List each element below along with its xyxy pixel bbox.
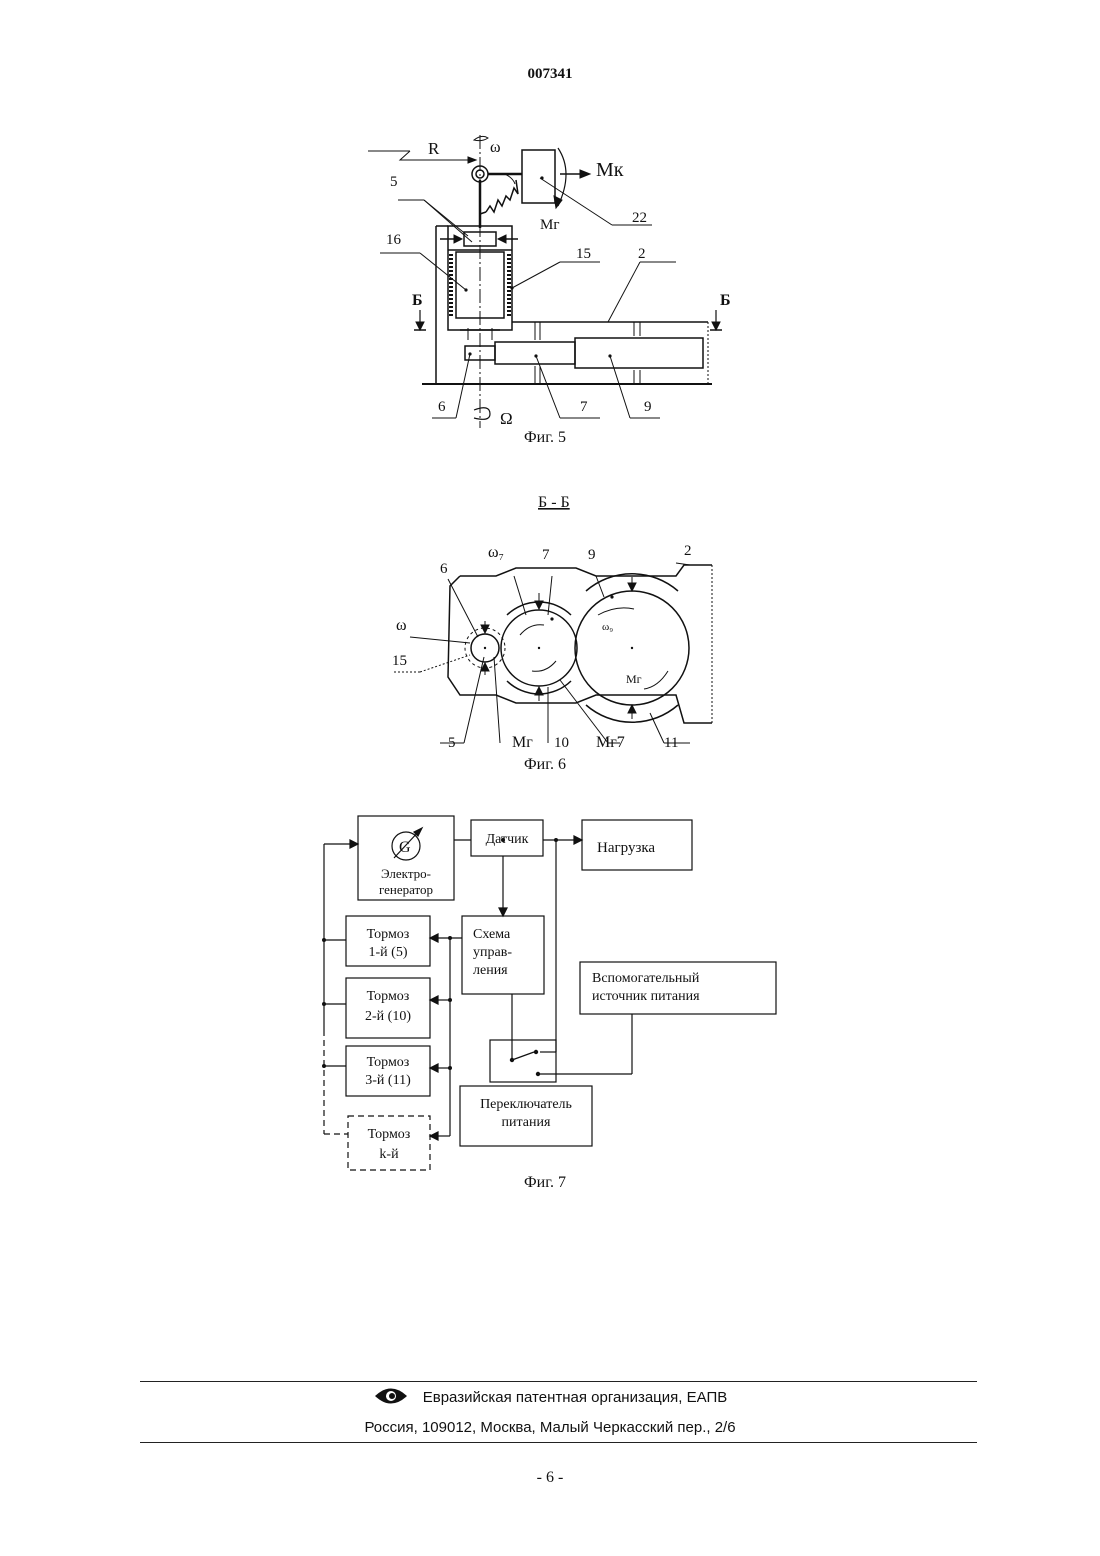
footer-org-text: Евразийская патентная организация, ЕАПВ xyxy=(423,1389,728,1406)
fig5-caption: Фиг. 5 xyxy=(524,429,566,446)
fig7-control-line2: управ- xyxy=(473,945,512,960)
fig7-brake3-line2: 3-й (11) xyxy=(365,1073,411,1088)
fig5-label-Mk: Mк xyxy=(596,159,624,181)
footer-top-rule xyxy=(140,1381,977,1382)
fig7-generator-line1: Электро- xyxy=(381,866,431,881)
fig6-label-Mg-bottom: Mг xyxy=(512,734,533,751)
fig7-control-line3: ления xyxy=(473,963,508,978)
fig7-switch-line2: питания xyxy=(502,1115,551,1130)
fig7-aux-line2: источник питания xyxy=(592,989,700,1004)
fig7-sensor: Датчик xyxy=(486,832,529,847)
fig6-label-Mg: Mг xyxy=(626,672,642,686)
fig7-brake3-line1: Тормоз xyxy=(367,1055,410,1070)
figure-7-block-diagram: G Электро- генератор Датчик Нагрузка Тор… xyxy=(0,800,1100,1200)
fig7-switch-line1: Переключатель xyxy=(480,1097,572,1112)
fig7-brakek-line1: Тормоз xyxy=(368,1127,411,1142)
fig6-label-2: 2 xyxy=(684,543,692,559)
footer-bottom-rule xyxy=(140,1442,977,1443)
fig5-label-16: 16 xyxy=(386,232,402,248)
fig6-label-9: 9 xyxy=(588,547,596,563)
fig6-label-15: 15 xyxy=(392,653,407,669)
fig5-label-R: R xyxy=(428,139,440,158)
fig6-label-omega: ω xyxy=(396,617,407,634)
fig5-label-22: 22 xyxy=(632,210,647,226)
fig6-label-6: 6 xyxy=(440,561,448,577)
fig7-control-line1: Схема xyxy=(473,927,511,942)
fig6-section-label: Б - Б xyxy=(538,494,570,511)
fig6-label-5: 5 xyxy=(448,735,456,751)
fig7-brakek-line2: k-й xyxy=(379,1147,399,1162)
fig6-label-omega9: ω₉ xyxy=(602,621,613,633)
fig6-caption: Фиг. 6 xyxy=(524,756,566,773)
fig5-label-9: 9 xyxy=(644,399,652,415)
fig5-label-2: 2 xyxy=(638,246,646,262)
fig5-label-15: 15 xyxy=(576,246,591,262)
fig7-aux-line1: Вспомогательный xyxy=(592,971,700,986)
fig7-brake1-line1: Тормоз xyxy=(367,927,410,942)
fig6-label-10: 10 xyxy=(554,735,569,751)
fig7-brake1-line2: 1-й (5) xyxy=(369,945,408,960)
fig6-label-11: 11 xyxy=(664,735,678,751)
fig6-label-Mg7: Mг7 xyxy=(596,734,625,751)
footer-organization: Евразийская патентная организация, ЕАПВ xyxy=(0,1387,1100,1409)
footer-address: Россия, 109012, Москва, Малый Черкасский… xyxy=(0,1419,1100,1436)
fig7-brake2-line2: 2-й (10) xyxy=(365,1009,411,1024)
fig7-brake2-line1: Тормоз xyxy=(367,989,410,1004)
fig5-label-omega: ω xyxy=(490,139,501,156)
fig7-load: Нагрузка xyxy=(597,840,655,856)
fig5-label-Omega: Ω xyxy=(500,409,513,428)
fig7-caption: Фиг. 7 xyxy=(524,1174,566,1191)
eapo-eye-logo-icon xyxy=(373,1387,409,1409)
figure-6-drawing: Б - Б xyxy=(0,485,1100,785)
fig6-label-omega7: ω₇ xyxy=(488,544,504,561)
page-number: - 6 - xyxy=(0,1469,1100,1487)
figure-5-drawing: R ω Mк Mг 22 5 16 15 2 Б Б 6 7 9 Ω Фиг. … xyxy=(0,0,1100,460)
fig5-label-Mg: Mг xyxy=(540,217,560,233)
fig5-label-5: 5 xyxy=(390,174,398,190)
fig5-label-B-right: Б xyxy=(720,292,731,309)
fig7-generator-line2: генератор xyxy=(379,882,433,897)
fig5-label-6: 6 xyxy=(438,399,446,415)
fig5-label-7: 7 xyxy=(580,399,588,415)
fig5-label-B-left: Б xyxy=(412,292,423,309)
fig7-generator-symbol: G xyxy=(399,839,411,856)
fig6-label-7: 7 xyxy=(542,547,550,563)
